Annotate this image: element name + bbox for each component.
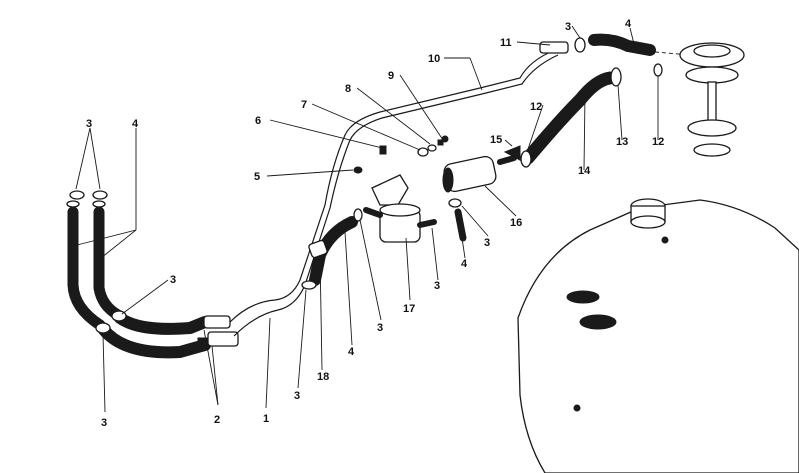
clamp-lower-left xyxy=(95,322,111,334)
hose-14 xyxy=(503,63,663,168)
left-hose-pair xyxy=(66,200,124,331)
callout-4-pump: 4 xyxy=(461,258,468,270)
callout-14: 14 xyxy=(578,165,591,177)
leader-lines xyxy=(75,25,659,413)
callout-3-top-left: 3 xyxy=(86,118,92,130)
callout-3-bottom-left: 3 xyxy=(101,417,107,429)
callout-3-top-right: 3 xyxy=(565,21,571,33)
fuel-tank xyxy=(517,198,799,473)
callout-13: 13 xyxy=(616,136,628,148)
callout-labels: 3 4 3 3 2 1 3 18 4 3 17 3 4 3 16 5 6 7 8… xyxy=(86,18,664,429)
callout-3-mid-left: 3 xyxy=(170,274,176,286)
callout-6: 6 xyxy=(255,115,261,127)
callout-12-right: 12 xyxy=(652,136,664,148)
callout-10: 10 xyxy=(428,53,440,65)
sender-unit xyxy=(679,42,745,157)
callout-5: 5 xyxy=(254,171,260,183)
hose-18 xyxy=(301,208,363,290)
callout-15: 15 xyxy=(490,134,502,146)
callout-16: 16 xyxy=(510,217,522,229)
lower-left-hoses xyxy=(95,310,211,359)
callout-4-top-right: 4 xyxy=(625,18,632,30)
callout-3-center: 3 xyxy=(377,322,383,334)
callout-11: 11 xyxy=(500,37,512,49)
callout-3-pump: 3 xyxy=(484,237,490,249)
callout-17: 17 xyxy=(403,303,415,315)
filter-17 xyxy=(363,174,437,243)
top-left-clamps xyxy=(69,190,108,200)
callout-7: 7 xyxy=(301,99,307,111)
top-hose-4 xyxy=(539,33,691,56)
pump-16 xyxy=(442,155,517,242)
callout-4-top-left: 4 xyxy=(132,118,139,130)
small-fittings xyxy=(353,135,449,174)
callout-3-filter: 3 xyxy=(434,280,440,292)
callout-18: 18 xyxy=(317,371,329,383)
callout-1: 1 xyxy=(263,413,269,425)
fuel-line xyxy=(229,49,559,337)
callout-2: 2 xyxy=(214,414,220,426)
callout-9: 9 xyxy=(388,70,394,82)
callout-12-left: 12 xyxy=(530,101,542,113)
callout-4-center: 4 xyxy=(348,346,355,358)
callout-8: 8 xyxy=(345,83,351,95)
callout-3-bottom-center: 3 xyxy=(294,390,300,402)
